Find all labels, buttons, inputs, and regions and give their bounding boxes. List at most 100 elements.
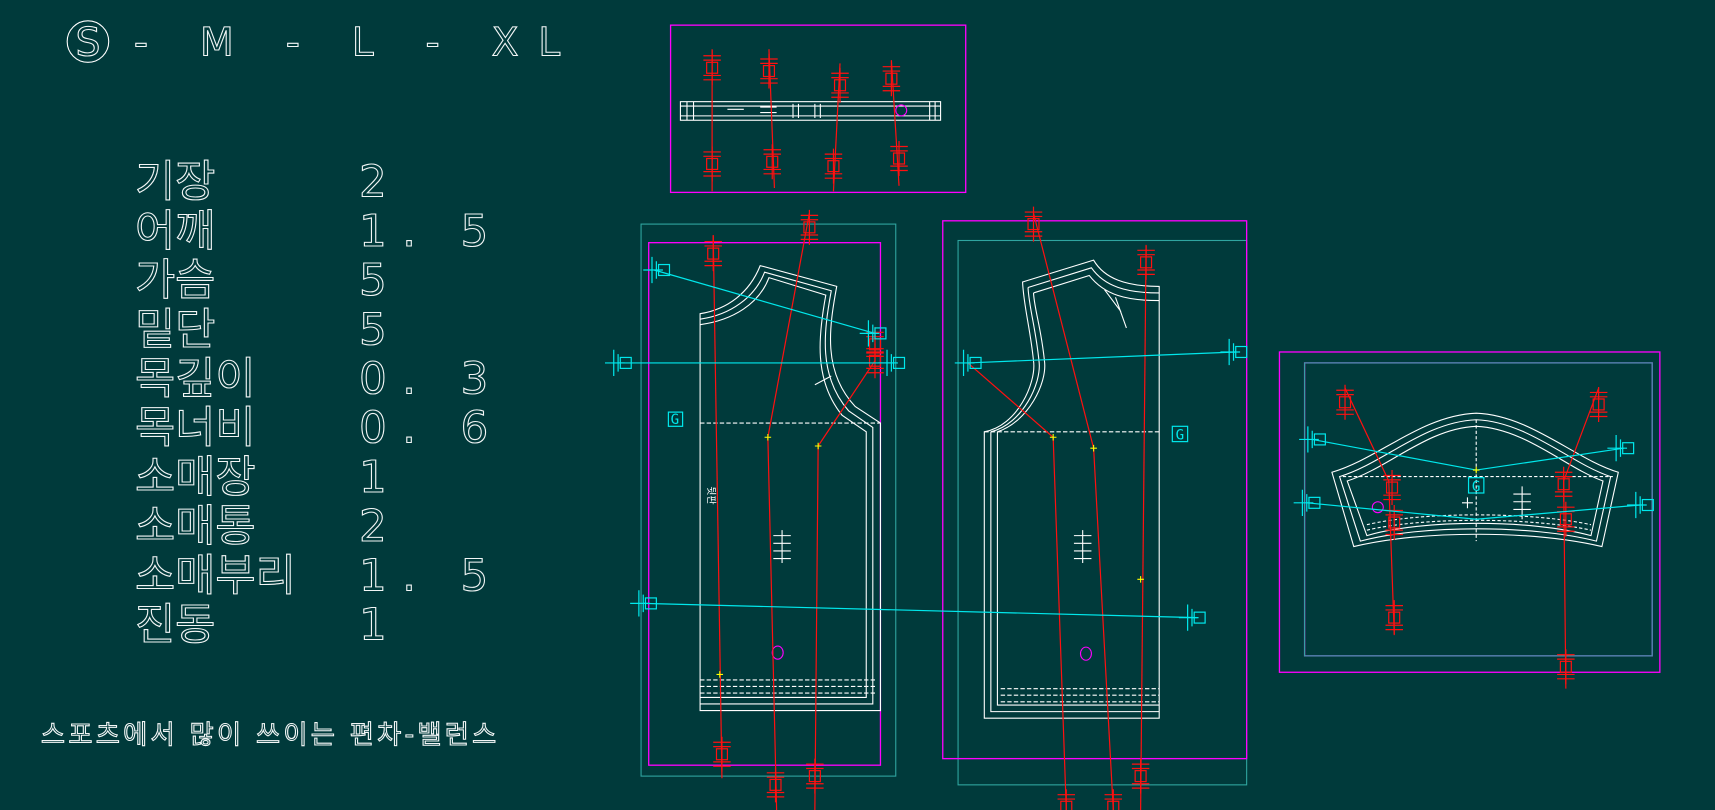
balance-point-box [1641,498,1654,512]
grain-label-front: G [1176,427,1185,443]
grading-value: 1 [359,599,402,650]
grade-marker-icon [1383,470,1401,506]
notch-point-icon [814,442,822,450]
grade-marker-icon [703,146,721,182]
notch-point-icon [1472,466,1480,474]
size-header: S - M - L - XL [66,19,561,66]
front-bodice-piece[interactable]: G [942,220,1248,786]
grading-label: 기장 [135,157,215,208]
grain-label: G [671,412,680,428]
grade-marker-icon [831,67,849,103]
grade-point-box [1557,478,1570,491]
balance-marker-icon [643,256,663,284]
balance-point-box [874,327,887,340]
grade-point-box [1140,256,1153,269]
grade-point-box [892,152,906,165]
grading-label: 밑단 [135,304,215,355]
grading-value: 2 [359,157,402,208]
grade-line [768,49,776,189]
grade-point-box [833,79,847,92]
sleeve-piece[interactable]: G [1278,351,1661,673]
front-outer-box [957,239,1248,786]
grade-point-box [706,61,719,74]
notch-point-icon [1049,433,1057,441]
grade-marker-icon [824,148,843,184]
grading-row: 밑단 5 [134,304,402,356]
back-bodice-piece[interactable]: 뒷판 G [640,223,897,777]
balance-point-box [892,356,906,369]
grade-point-box [715,748,729,761]
grade-marker-icon [763,144,781,180]
grade-marker-icon [1385,600,1403,636]
balance-point-box [644,597,657,610]
grading-row: 기장 2 [134,156,402,208]
grade-marker-icon [1137,244,1155,280]
balance-line [1306,502,1641,520]
grade-line [712,235,723,779]
grade-marker-icon [1131,758,1150,794]
grading-label: 목너비 [135,403,256,454]
front-outline [983,259,1160,719]
grade-marker-icon [713,736,731,772]
notch-point-icon [716,671,724,678]
grading-row: 목깊이 0. 3 [134,353,504,405]
grade-marker-icon [882,61,901,97]
grade-marker-icon [704,236,722,272]
balance-marker-icon [1293,489,1314,516]
grade-marker-icon [1057,789,1076,810]
balance-point-box [969,356,982,369]
grade-point-box [1338,396,1352,409]
grading-value: 1 [359,452,402,503]
footer-note: 스포츠에서 많이 쓰이는 편차-밸런스 [41,720,500,750]
grading-value: 2 [359,501,402,552]
balance-marker-icon [1220,338,1241,366]
grade-point-box [762,64,776,78]
grade-line [832,63,841,192]
notch-point-icon [764,433,772,441]
grading-label: 소매부리 [135,550,296,601]
grade-line [1140,245,1147,810]
grading-value: 0. 3 [359,354,504,405]
balance-marker-icon [1627,491,1647,519]
grade-point-box [1388,611,1401,624]
grading-label: 가슴 [135,255,215,306]
balance-point-box [1313,433,1326,446]
front-bounding-box [942,220,1248,760]
grade-and-balance-lines [604,49,1654,810]
grade-point-box [1027,218,1040,231]
sleeve-outer-box [1278,351,1661,673]
grade-point-box [769,778,782,791]
back-outline [699,264,882,712]
grade-marker-icon [703,50,721,86]
grading-value: 0. 6 [359,403,504,454]
grade-marker-icon [1336,384,1354,420]
grain-label-sleeve: G [1472,479,1481,495]
grade-point-box [885,72,898,85]
collar-bounding-box [669,24,967,194]
balance-marker-icon [954,349,975,377]
grade-point-box [803,221,816,234]
collar-piece[interactable] [669,24,967,194]
grading-value: 5 [359,304,402,355]
grade-marker-icon [800,209,819,245]
grade-line [890,60,900,186]
grading-label: 목깊이 [135,354,256,405]
balance-point-box [657,263,671,277]
grade-point-box [707,247,720,260]
balance-marker-icon [859,320,880,347]
grade-line [967,362,1067,810]
grade-point-box [1060,800,1073,810]
grade-marker-icon [866,343,884,379]
grade-marker-icon [766,767,785,803]
balance-point-box [1308,496,1321,509]
grading-label: 어깨 [135,206,215,257]
grade-marker-icon [1589,386,1608,422]
grade-point-box [1134,770,1147,783]
